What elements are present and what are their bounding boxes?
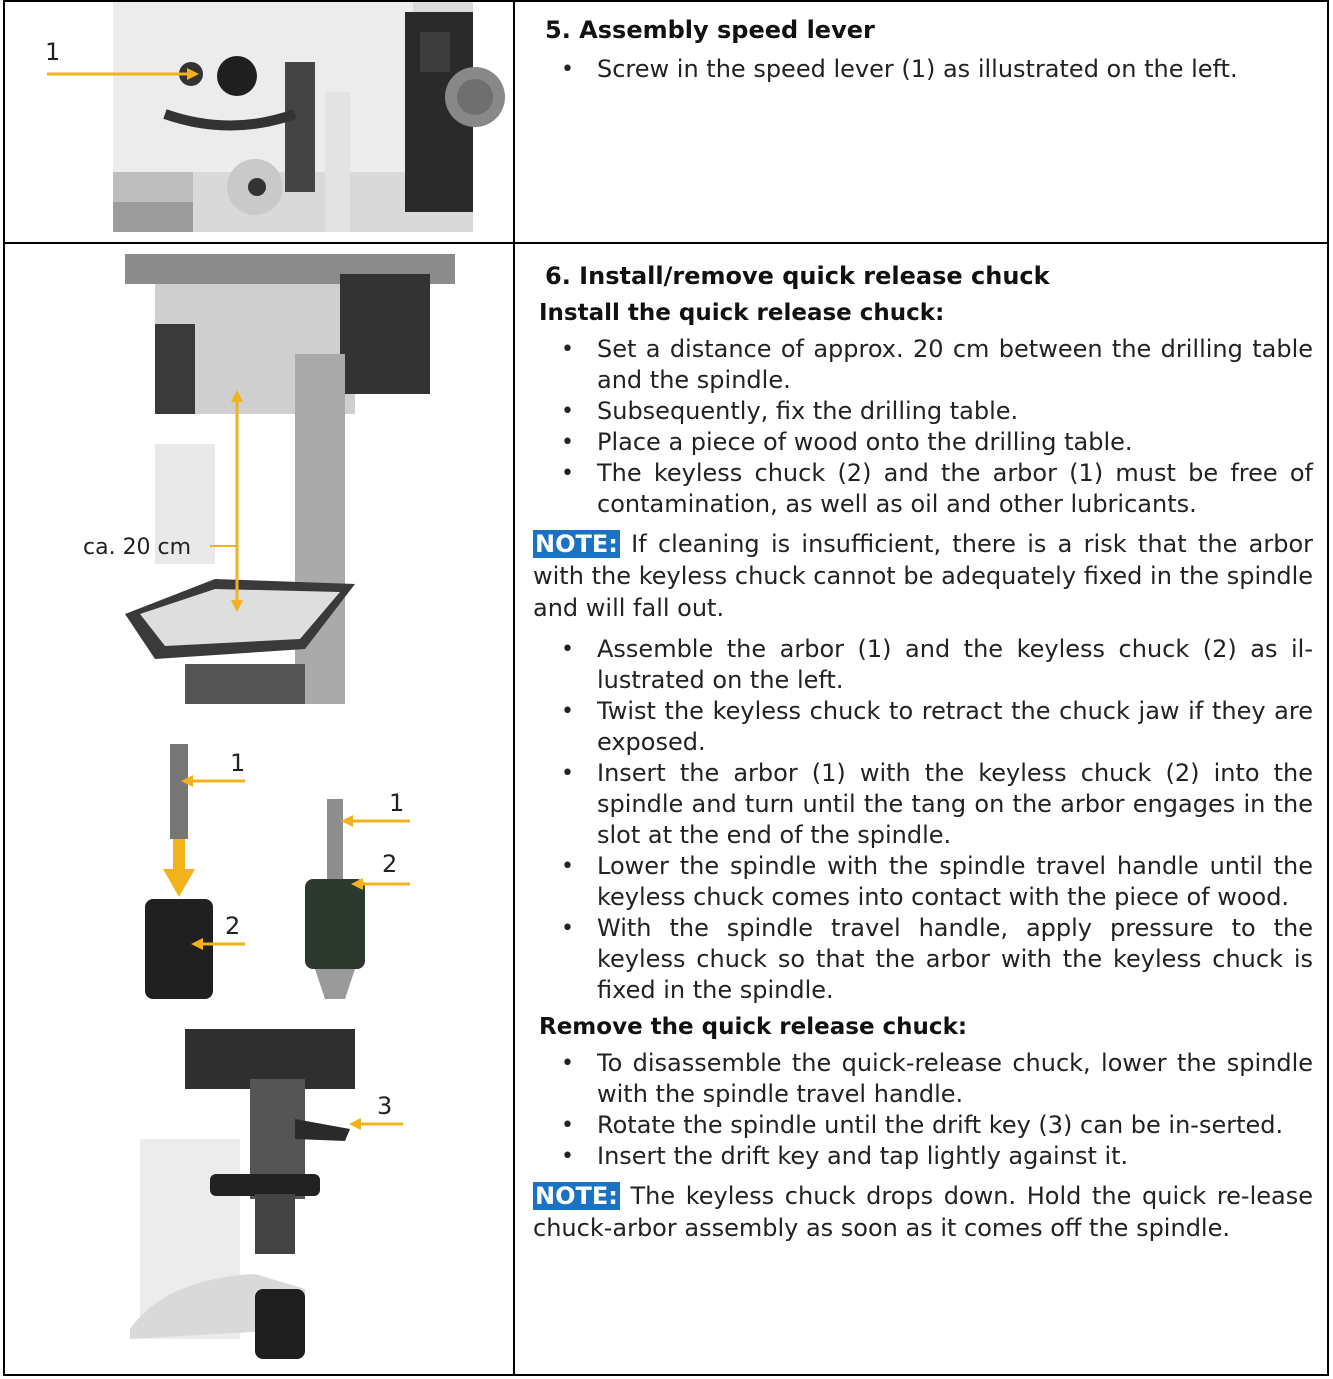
section-6-row: ca. 20 cm 1 2 xyxy=(3,242,1329,1376)
section-5-row: 1 5. Assembly speed lever Screw in the s… xyxy=(3,0,1329,244)
speed-lever-photo xyxy=(113,2,505,232)
list-item: Screw in the speed lever (1) as illustra… xyxy=(539,54,1313,85)
remove-bullets: To disassemble the quick-release chuck, … xyxy=(539,1048,1313,1172)
callout-label-1: 1 xyxy=(45,38,60,66)
list-item: Insert the drift key and tap lightly aga… xyxy=(539,1141,1313,1172)
drill-press-distance-photo: ca. 20 cm xyxy=(83,254,455,704)
install-bullets-after-note: Assemble the arbor (1) and the keyless c… xyxy=(539,634,1313,1006)
install-note: NOTE: If cleaning is insufficient, there… xyxy=(533,528,1313,624)
list-item: Subsequently, fix the drilling table. xyxy=(539,396,1313,427)
arbor-callout-left: 1 xyxy=(230,749,245,777)
section-5-heading: 5. Assembly speed lever xyxy=(545,16,875,44)
note-text: If cleaning is insufficient, there is a … xyxy=(533,530,1313,622)
list-item: Set a distance of approx. 20 cm between … xyxy=(539,334,1313,396)
note-label: NOTE: xyxy=(533,530,620,558)
section-5-bullets: Screw in the speed lever (1) as illustra… xyxy=(539,54,1313,85)
remove-note: NOTE: The keyless chuck drops down. Hold… xyxy=(533,1180,1313,1244)
drift-key-photo: 3 xyxy=(130,1029,403,1359)
list-item: Insert the arbor (1) with the keyless ch… xyxy=(539,758,1313,851)
section-6-image-cell: ca. 20 cm 1 2 xyxy=(3,242,515,1376)
section-5-text-cell: 5. Assembly speed lever Screw in the spe… xyxy=(513,0,1329,244)
arbor-chuck-photo: 1 2 1 2 xyxy=(145,744,410,999)
install-bullets-before-note: Set a distance of approx. 20 cm between … xyxy=(539,334,1313,520)
remove-subheading: Remove the quick release chuck: xyxy=(539,1014,968,1040)
chuck-callout-right: 2 xyxy=(382,850,397,878)
note-text: The keyless chuck drops down. Hold the q… xyxy=(533,1182,1313,1242)
list-item: Assemble the arbor (1) and the keyless c… xyxy=(539,634,1313,696)
instruction-table: 1 5. Assembly speed lever Screw in the s… xyxy=(3,0,1329,1376)
section-6-text-cell: 6. Install/remove quick release chuck In… xyxy=(513,242,1329,1376)
arbor-callout-right: 1 xyxy=(389,789,404,817)
list-item: To disassemble the quick-release chuck, … xyxy=(539,1048,1313,1110)
drift-key-callout: 3 xyxy=(377,1092,392,1120)
section-5-image-cell: 1 xyxy=(3,0,515,244)
list-item: Rotate the spindle until the drift key (… xyxy=(539,1110,1313,1141)
list-item: Place a piece of wood onto the drilling … xyxy=(539,427,1313,458)
section-6-heading: 6. Install/remove quick release chuck xyxy=(545,262,1050,290)
install-subheading: Install the quick release chuck: xyxy=(539,300,945,326)
note-label: NOTE: xyxy=(533,1182,620,1210)
list-item: Lower the spindle with the spindle trave… xyxy=(539,851,1313,913)
list-item: With the spindle travel handle, apply pr… xyxy=(539,913,1313,1006)
distance-label: ca. 20 cm xyxy=(83,535,191,560)
list-item: The keyless chuck (2) and the arbor (1) … xyxy=(539,458,1313,520)
chuck-callout-left: 2 xyxy=(225,912,240,940)
speed-lever-callout: 1 xyxy=(45,38,199,80)
list-item: Twist the keyless chuck to retract the c… xyxy=(539,696,1313,758)
